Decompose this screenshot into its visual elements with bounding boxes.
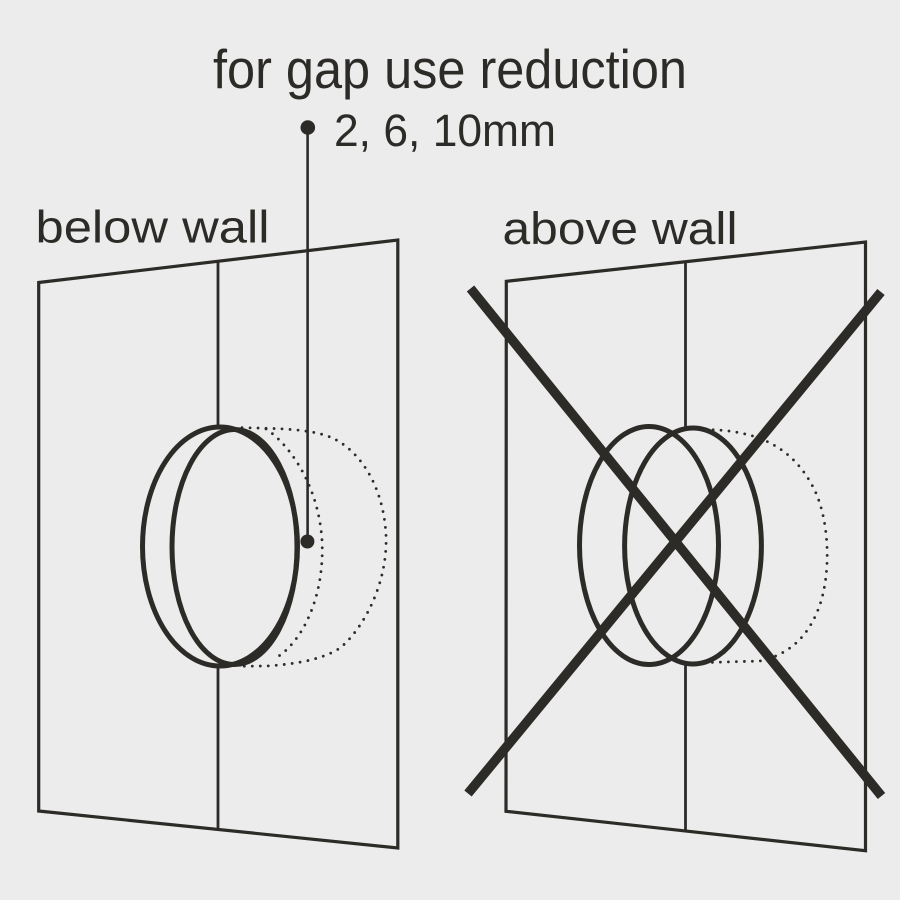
svg-text:2, 6, 10mm: 2, 6, 10mm <box>334 105 556 156</box>
svg-text:above wall: above wall <box>503 203 738 254</box>
svg-text:below wall: below wall <box>36 202 270 253</box>
svg-text:for gap use reduction: for gap use reduction <box>213 38 687 100</box>
